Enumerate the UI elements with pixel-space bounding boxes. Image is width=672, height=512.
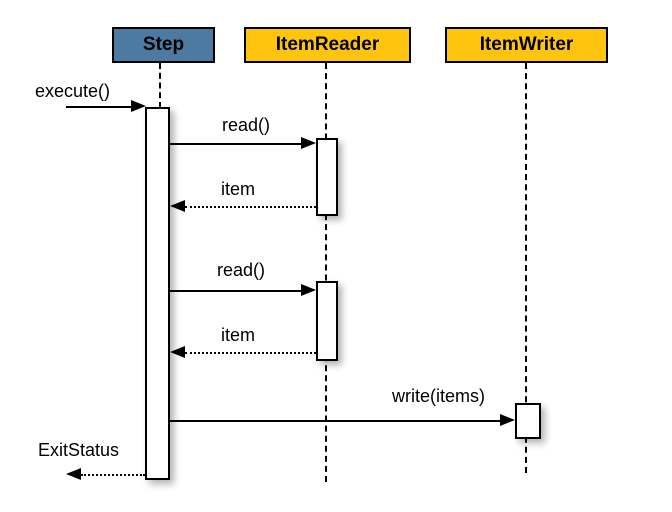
message-label-read-1: read() [222, 115, 271, 135]
actor-box-itemwriter: ItemWriter [445, 27, 608, 63]
activation-bar-itemreader-2 [316, 281, 338, 361]
lifeline-itemwriter [525, 63, 527, 473]
message-line-item-2 [185, 352, 316, 354]
message-label-write-items: write(items) [392, 386, 485, 406]
arrowhead-exitstatus [66, 468, 81, 480]
lifeline-itemreader [325, 63, 327, 482]
message-line-item-1 [185, 206, 316, 208]
message-line-exitstatus [81, 474, 145, 476]
arrowhead-read-1 [301, 137, 316, 149]
actor-box-itemreader: ItemReader [244, 27, 411, 63]
activation-bar-step [145, 107, 170, 480]
message-label-item-1: item [221, 179, 256, 199]
message-line-execute [66, 106, 132, 108]
actor-box-step: Step [112, 27, 215, 63]
arrowhead-item-2 [170, 346, 185, 358]
actor-label-itemreader: ItemReader [275, 34, 380, 55]
message-line-read-1 [170, 143, 302, 145]
arrowhead-read-2 [301, 284, 316, 296]
activation-bar-itemreader-1 [316, 138, 338, 216]
arrowhead-execute [131, 100, 146, 112]
actor-label-step: Step [142, 34, 185, 55]
message-label-exitstatus: ExitStatus [38, 440, 120, 460]
activation-bar-itemwriter [515, 403, 541, 439]
actor-label-itemwriter: ItemWriter [479, 34, 574, 55]
message-line-read-2 [170, 290, 302, 292]
message-label-execute: execute() [35, 81, 111, 101]
message-label-item-2: item [221, 325, 256, 345]
message-label-read-2: read() [217, 260, 266, 280]
message-line-write-items [170, 420, 501, 422]
arrowhead-item-1 [170, 200, 185, 212]
lifeline-step [159, 63, 161, 108]
arrowhead-write-items [500, 414, 515, 426]
